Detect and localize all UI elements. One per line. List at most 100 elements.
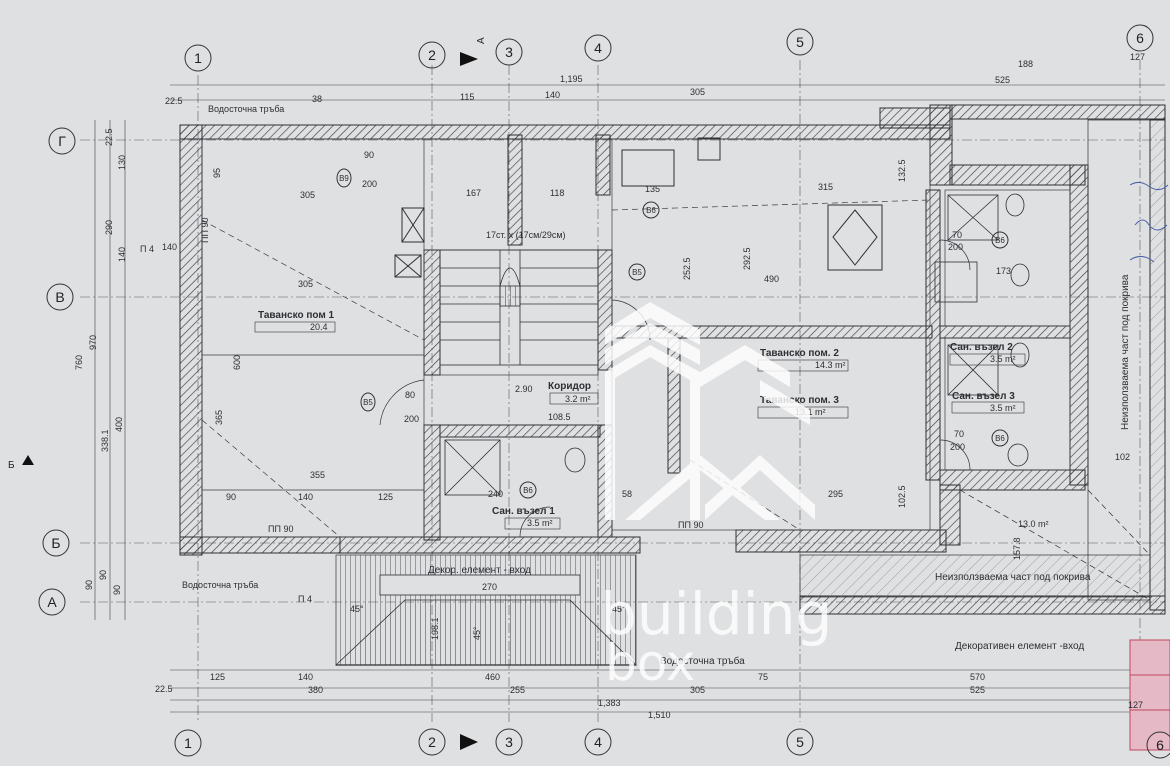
- tag-pp90-left: ПП 90: [200, 218, 210, 243]
- dim-in-315: 315: [818, 182, 833, 192]
- svg-text:1: 1: [194, 50, 202, 66]
- side-area-label: 13.0 m²: [1018, 519, 1049, 529]
- tag-pp90-bottom: ПП 90: [268, 524, 293, 534]
- dim-bot-127: 127: [1128, 700, 1143, 710]
- svg-text:4: 4: [594, 40, 602, 56]
- dim-in-2525: 252.5: [682, 257, 692, 280]
- door-b3-height: 200: [950, 442, 965, 452]
- dim-bot-75: 75: [758, 672, 768, 682]
- tag-p14-left: П 4: [140, 244, 154, 254]
- svg-text:6: 6: [1156, 737, 1164, 753]
- stamp-fragment: [1129, 639, 1170, 751]
- room-corridor-name: Коридор: [548, 381, 591, 392]
- dim-in-270: 270: [482, 582, 497, 592]
- decor-entrance-label: Декор. елемент - вход: [428, 565, 531, 576]
- svg-text:1: 1: [184, 735, 192, 751]
- svg-text:B5: B5: [363, 398, 373, 407]
- dim-left-90c: 90: [112, 585, 122, 595]
- dim-left-760: 760: [74, 355, 84, 370]
- dim-in-305a: 305: [300, 190, 315, 200]
- svg-text:5: 5: [796, 734, 804, 750]
- room-bath3-area: 3.5 m²: [990, 403, 1016, 413]
- stairs-spec: 17ст. х (17см/29см): [486, 230, 566, 240]
- dim-in-102: 102: [1115, 452, 1130, 462]
- axis-bubble-row-a: А: [38, 588, 66, 616]
- dim-bot-380: 380: [308, 685, 323, 695]
- room-corridor-area: 3.2 m²: [565, 394, 591, 404]
- door-corridor-width: 80: [405, 390, 415, 400]
- staircase: [439, 249, 599, 366]
- room-attic2-area: 14.3 m²: [815, 360, 846, 370]
- unused-roof-label-right: Неизползваема част под покрива: [1120, 274, 1131, 430]
- dim-in-1025: 102.5: [897, 485, 907, 508]
- dim-top-127: 127: [1130, 52, 1145, 62]
- room-attic3-area: 13.1 m²: [795, 407, 826, 417]
- door-b2-height: 200: [948, 242, 963, 252]
- dim-top-188: 188: [1018, 59, 1033, 69]
- dim-left-90b: 90: [98, 570, 108, 580]
- dim-left-970: 970: [88, 335, 98, 350]
- unused-roof-area: [799, 119, 1151, 601]
- vent-shafts: [394, 137, 883, 278]
- section-mark-side: Б: [8, 460, 15, 471]
- dim-in-167: 167: [466, 188, 481, 198]
- svg-text:6: 6: [1136, 30, 1144, 46]
- room-bath2-area: 3.5 m²: [990, 354, 1016, 364]
- dim-bot-125: 125: [210, 672, 225, 682]
- dim-bot-225: 22.5: [155, 684, 173, 694]
- svg-text:3: 3: [505, 44, 513, 60]
- room-bath2-name: Сан. възел 2: [950, 342, 1013, 353]
- dim-top-225: 22.5: [165, 96, 183, 106]
- dim-in-1325: 132.5: [897, 159, 907, 182]
- room-attic1-name: Таванско пом 1: [258, 310, 335, 321]
- door-tag-b6-bath3: B6: [991, 429, 1009, 447]
- dim-left-140b: 140: [162, 242, 177, 252]
- axis-bubble-top-2: 2: [418, 41, 446, 69]
- dim-left-400: 400: [114, 417, 124, 432]
- dim-in-240: 240: [488, 489, 503, 499]
- unused-roof-label-bottom: Неизползваема част под покрива: [935, 572, 1091, 583]
- dim-in-295: 295: [828, 489, 843, 499]
- section-markers: А Б: [8, 37, 487, 750]
- dim-left-3381: 338.1: [100, 429, 110, 452]
- roof-angle-center: 45°: [472, 626, 482, 640]
- dimension-lines: [94, 84, 1165, 713]
- dim-top-140: 140: [545, 90, 560, 100]
- axis-bubble-bottom-3: 3: [495, 728, 523, 756]
- dim-left-140: 140: [117, 247, 127, 262]
- interior-lines: [201, 138, 1071, 538]
- downpipe-label-bottom: Водосточна тръба: [660, 655, 745, 667]
- blue-handwriting-fragment: [1129, 181, 1169, 263]
- downpipe-label-left: Водосточна тръба: [182, 580, 258, 590]
- dim-in-365: 365: [214, 410, 224, 425]
- dim-top-total: 1,195: [560, 74, 583, 84]
- svg-text:2: 2: [428, 47, 436, 63]
- door-b3-width: 70: [954, 429, 964, 439]
- dim-in-1578: 157.8: [1012, 537, 1022, 560]
- svg-text:B6: B6: [646, 206, 656, 215]
- watermark-logo-mark: [605, 302, 815, 520]
- dim-bot-305: 305: [690, 685, 705, 695]
- dim-left-90a: 90: [84, 580, 94, 590]
- dim-in-58: 58: [622, 489, 632, 499]
- svg-text:Б: Б: [51, 535, 60, 551]
- door-tag-b5-right: B5: [628, 263, 646, 281]
- room-attic2-name: Таванско пом. 2: [760, 348, 839, 359]
- door-w9-height: 200: [362, 179, 377, 189]
- svg-text:B6: B6: [995, 236, 1005, 245]
- axis-bubble-top-5: 5: [786, 28, 814, 56]
- dim-bot-140: 140: [298, 672, 313, 682]
- dim-bot-460: 460: [485, 672, 500, 682]
- axis-bubble-row-v: В: [46, 283, 74, 311]
- dim-in-140: 140: [298, 492, 313, 502]
- axis-bubble-bottom-2: 2: [418, 728, 446, 756]
- tag-p14-bottom: П 4: [298, 594, 312, 604]
- svg-text:3: 3: [505, 734, 513, 750]
- dim-in-1981: 198.1: [430, 617, 440, 640]
- door-tag-b6-bath1: B6: [519, 481, 537, 499]
- dim-left-130: 130: [117, 155, 127, 170]
- door-w9-width: 90: [364, 150, 374, 160]
